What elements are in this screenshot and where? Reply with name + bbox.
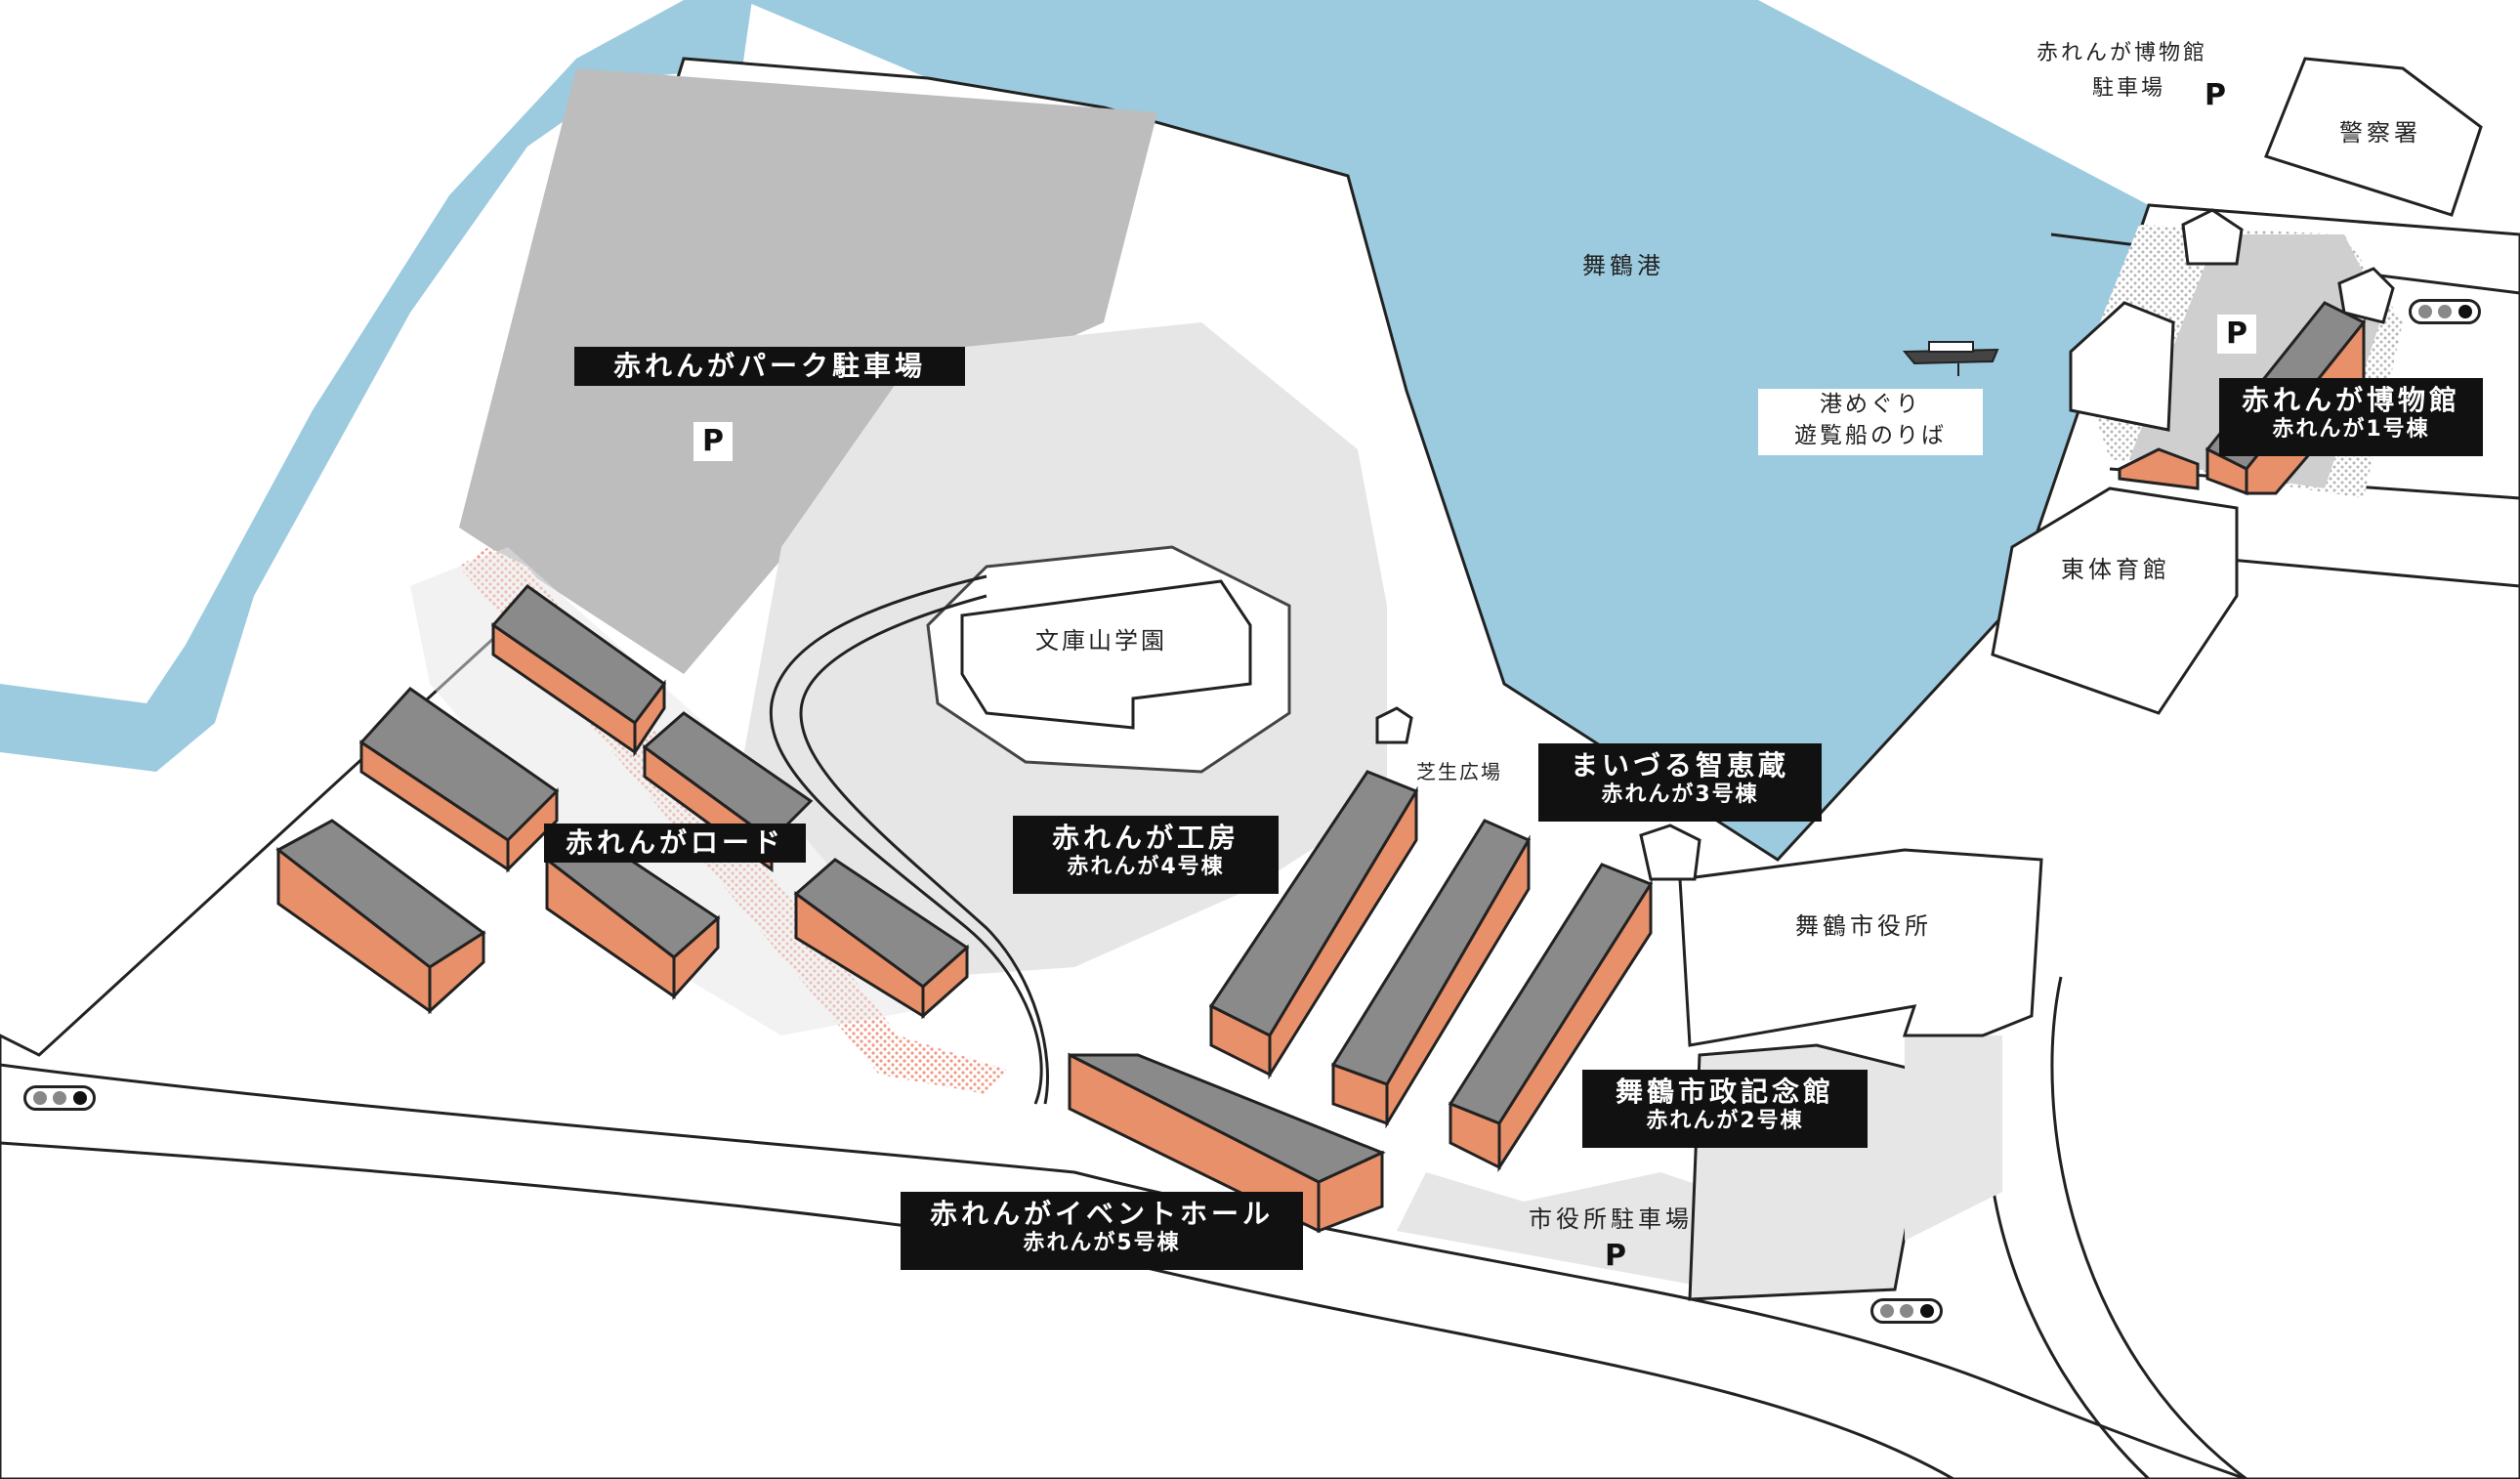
museum-sub: 赤れんが1号棟 [2272, 416, 2430, 442]
cityhall-label: 舞鶴市役所 [1795, 912, 1932, 940]
eventhall-title: 赤れんがイベントホール [929, 1198, 1274, 1230]
boat-pier-label: 港めぐり 遊覧船のりば [1758, 389, 1983, 455]
cityhall-yard [1905, 1035, 2002, 1241]
canal-water [0, 0, 752, 772]
chiekura-label: まいづる智恵蔵 赤れんが3号棟 [1538, 743, 1822, 822]
small-hut-4 [1375, 706, 1413, 744]
workshop-title: 赤れんが工房 [1051, 822, 1239, 854]
chiekura-sub: 赤れんが3号棟 [1601, 782, 1759, 807]
museum-annex [2069, 301, 2175, 432]
museum-parking-mark: P [2205, 78, 2226, 112]
traffic-signal-south [1870, 1298, 1943, 1324]
school-road [769, 574, 1043, 1105]
kinenkan-label: 舞鶴市政記念館 赤れんが2号棟 [1582, 1070, 1868, 1148]
white-buildings [960, 57, 2483, 1047]
traffic-signal-northeast [2409, 299, 2481, 324]
museum-title: 赤れんが博物館 [2241, 384, 2460, 416]
harbor-label: 舞鶴港 [1582, 252, 1664, 279]
warehouse-group-center [1068, 770, 1654, 1234]
museum-grounds-parking-mark: P [2217, 315, 2256, 354]
eventhall-label: 赤れんがイベントホール 赤れんが5号棟 [901, 1192, 1303, 1270]
shibafu-label: 芝生広場 [1416, 760, 1502, 783]
gym-building [1991, 486, 2239, 715]
park-parking-label: 赤れんがパーク駐車場 [574, 347, 965, 386]
cityhall-building [1678, 848, 2043, 1047]
cityhall-parking-area [1397, 1172, 1778, 1289]
traffic-signal-west [23, 1085, 96, 1111]
chiekura-title: まいづる智恵蔵 [1570, 749, 1789, 782]
museum-parking-line2: 駐車場 [2092, 76, 2166, 101]
kinenkan-sub: 赤れんが2号棟 [1646, 1108, 1804, 1133]
school-road-inner [799, 594, 1049, 1105]
harbor-water [742, 0, 2149, 860]
boat-line1: 港めぐり [1820, 392, 1921, 417]
cityhall-parking-mark: P [1605, 1239, 1626, 1273]
bunkoyama-building [960, 579, 1252, 730]
police-label: 警察署 [2339, 119, 2421, 147]
gym-label: 東体育館 [2061, 556, 2170, 583]
eventhall-sub: 赤れんが5号棟 [1023, 1230, 1181, 1255]
workshop-sub: 赤れんが4号棟 [1067, 854, 1225, 879]
kinenkan-title: 舞鶴市政記念館 [1615, 1076, 1834, 1108]
museum-parking-line1: 赤れんが博物館 [2037, 41, 2208, 65]
workshop-label: 赤れんが工房 赤れんが4号棟 [1013, 816, 1279, 894]
boat-icon [1902, 341, 1999, 376]
brick-road-label: 赤れんがロード [544, 824, 806, 863]
warehouse-group-left [275, 583, 970, 1020]
main-road [0, 1063, 2247, 1479]
boat-line2: 遊覧船のりば [1794, 423, 1947, 448]
police-building [2264, 57, 2483, 217]
park-parking-mark: P [693, 422, 733, 461]
park-parking-text: 赤れんがパーク駐車場 [612, 350, 926, 382]
small-hut-3 [1639, 824, 1701, 881]
small-hut-1 [2181, 208, 2244, 266]
museum-label: 赤れんが博物館 赤れんが1号棟 [2219, 378, 2483, 456]
small-hut-2 [2337, 267, 2395, 324]
brick-road-text: 赤れんがロード [565, 826, 784, 859]
cityhall-parking-label: 市役所駐車場 [1529, 1205, 1693, 1233]
bunkoyama-label: 文庫山学園 [1035, 627, 1167, 655]
